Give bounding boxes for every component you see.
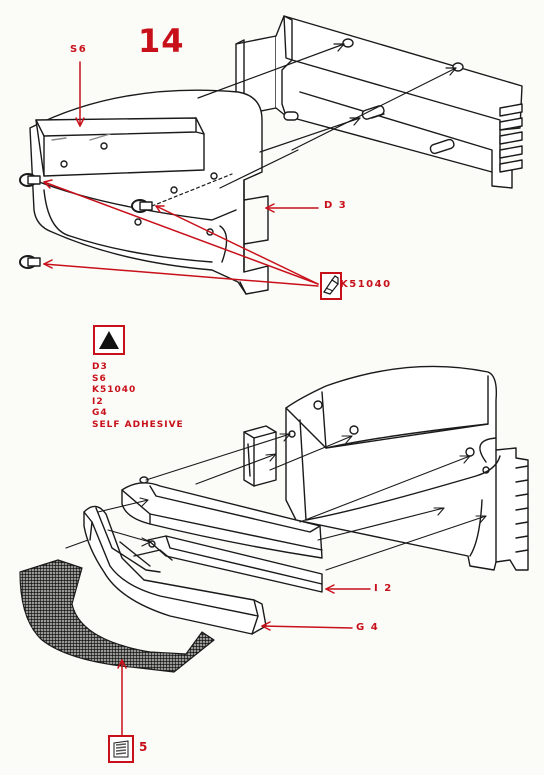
legend-item-s6: S6 bbox=[92, 373, 107, 384]
dash-body bbox=[285, 365, 529, 571]
red-leaders-lower bbox=[117, 584, 371, 736]
legend-item-d3: D3 bbox=[92, 362, 108, 372]
base-plate bbox=[83, 505, 267, 635]
parts-legend: D3 S6 K51040 I2 G4 SELF ADHESIVE bbox=[92, 362, 184, 431]
callout-g4: G 4 bbox=[356, 622, 380, 633]
legend-item-k51040: K51040 bbox=[92, 385, 137, 395]
step-number: 14 bbox=[138, 22, 185, 60]
assembly-arrows-upper bbox=[151, 43, 457, 207]
upper-trim-strip bbox=[121, 476, 323, 559]
red-leaders-upper bbox=[43, 61, 319, 287]
legend-item-self-adhesive: SELF ADHESIVE bbox=[92, 419, 184, 430]
screws bbox=[19, 173, 153, 269]
legend-item-g4: G4 bbox=[92, 408, 108, 418]
assembly-arrows-lower bbox=[65, 433, 487, 571]
decal-sheet-icon bbox=[108, 735, 134, 763]
callout-s6: S6 bbox=[70, 44, 88, 55]
callout-d3: D 3 bbox=[324, 200, 348, 211]
triangle-warning-icon bbox=[93, 325, 125, 355]
self-adhesive-sheet bbox=[19, 559, 215, 673]
callout-i2: I 2 bbox=[374, 583, 393, 594]
callout-5: 5 bbox=[139, 740, 148, 754]
legend-item-i2: I2 bbox=[92, 396, 104, 407]
callout-k51040: K51040 bbox=[340, 279, 392, 290]
cement-tube-icon bbox=[320, 272, 342, 300]
upper-dash-panel bbox=[29, 89, 269, 295]
rear-frame-part bbox=[235, 15, 523, 189]
